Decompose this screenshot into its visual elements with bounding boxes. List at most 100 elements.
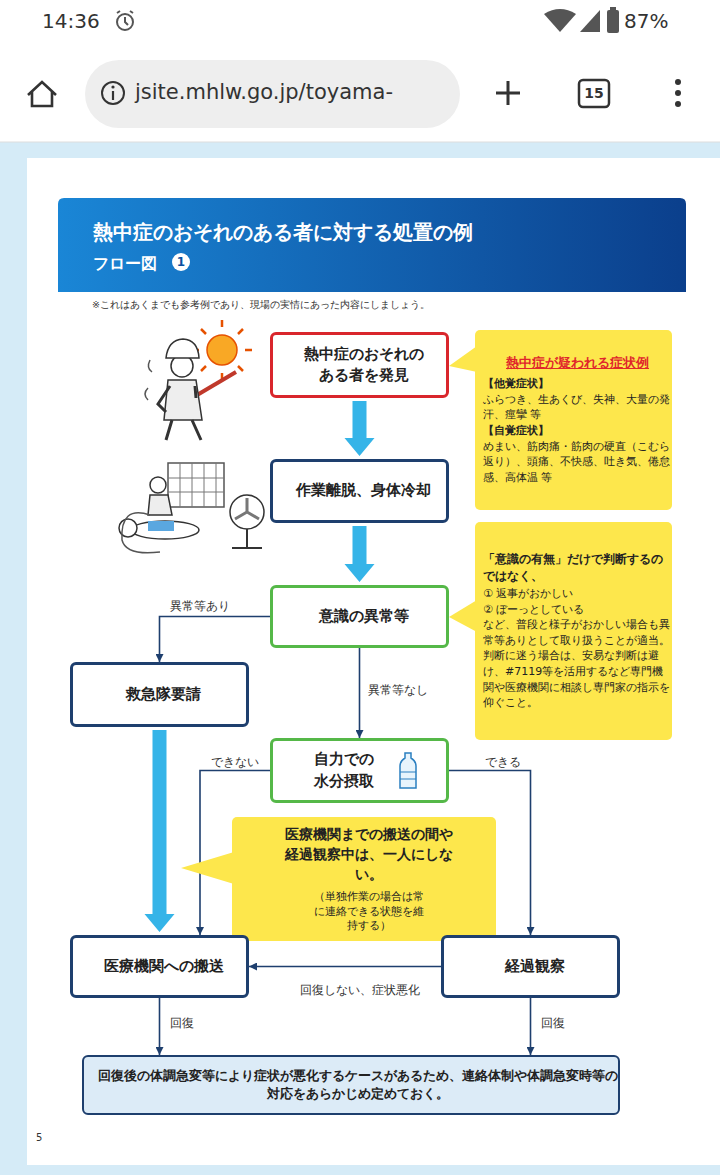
- node-heading: 救急隊要請: [126, 684, 201, 705]
- lying-person: [131, 521, 199, 539]
- bottle-outline: [400, 753, 416, 788]
- note-text: ※これはあくまでも参考例であり、現場の実情にあった内容にしましょう。: [92, 299, 430, 312]
- diagram-title: 熱中症のおそれのある者に対する処置の例: [93, 219, 473, 246]
- page-number: 5: [36, 1132, 42, 1143]
- url-text: jsite.mhlw.go.jp/toyama-: [135, 80, 393, 104]
- title-banner: [58, 198, 686, 292]
- url-pill: [85, 60, 460, 128]
- chrome-divider: [0, 142, 720, 143]
- sun-rays: [192, 320, 252, 380]
- edge-label: 回復: [539, 1016, 567, 1030]
- flow-connector: [159, 998, 161, 1055]
- cold-towel: [148, 521, 174, 531]
- callout-tail: [449, 346, 477, 372]
- node-heading: 医療機関への搬送: [104, 956, 224, 977]
- process-box: 救急隊要請: [70, 662, 249, 727]
- fan-stand: [232, 529, 262, 548]
- home-icon: [28, 82, 56, 106]
- cooling-illustration: [119, 463, 264, 553]
- process-box: 医療機関への搬送: [70, 935, 249, 998]
- fan-blades: [235, 498, 259, 519]
- edge-label: 異常等なし: [366, 683, 430, 697]
- edge-label: できる: [483, 755, 523, 769]
- bottle-label-lines: [400, 772, 416, 779]
- thick-flow-arrow: [145, 730, 175, 932]
- battery-level: 87%: [624, 9, 668, 33]
- alarm-hands: [117, 11, 133, 25]
- node-text: （単独作業の場合は常に連絡できる状態を維持する）: [314, 889, 424, 934]
- menu-dot: [675, 101, 681, 107]
- dizzy-marks: [145, 360, 152, 400]
- menu-dot: [675, 90, 681, 96]
- url-bar: [28, 60, 681, 128]
- node-heading: 熱中症が疑われる症状例: [506, 354, 649, 372]
- node-heading: 「意識の有無」だけで判断するのではなく、: [483, 551, 672, 584]
- flow-connector: [249, 966, 441, 968]
- hose: [122, 513, 160, 553]
- node-text: 判断に迷う場合は、安易な判断は避け、#7119等を活用するなど専門機関や医療機関…: [483, 648, 672, 710]
- bottle-icon: [398, 752, 418, 790]
- battery-cap: [610, 7, 616, 11]
- callout-tail: [181, 852, 234, 884]
- info-icon: [102, 82, 124, 104]
- callout-number: 1: [172, 253, 190, 271]
- wifi-icon: [544, 9, 576, 32]
- flow-connector: [359, 648, 361, 738]
- decision-box: 意識の異常等: [270, 585, 449, 648]
- dizzy-worker-illustration: [145, 320, 252, 440]
- warning-callout: 医療機関までの搬送の間や経過観察中は、一人にしない。（単独作業の場合は常に連絡で…: [232, 817, 496, 941]
- node-heading: 作業離脱、身体冷却: [296, 480, 431, 501]
- edge-label: 回復しない、症状悪化: [298, 983, 422, 997]
- status-time: 14:36: [42, 9, 100, 33]
- subtitle: フロー図: [93, 254, 157, 275]
- node-heading: 回復後の体調急変等により症状が悪化するケースがあるため、連絡体制や体調急変時等の…: [98, 1067, 618, 1104]
- thick-flow-arrow: [345, 401, 375, 456]
- symptom-callout: 熱中症が疑われる症状例【他覚症状】ふらつき、生あくび、失神、大量の発汗、痙攣 等…: [475, 330, 672, 510]
- worker-arms: [158, 386, 196, 412]
- node-heading: 熱中症のおそれのある者を発見: [301, 344, 427, 387]
- node-text: めまい、筋肉痛・筋肉の硬直（こむら返り）、頭痛、不快感、吐き気、倦怠感、高体温 …: [483, 439, 672, 486]
- info-dot: [111, 85, 114, 88]
- edge-label: 回復: [168, 1016, 196, 1030]
- judgement-callout: 「意識の有無」だけで判断するのではなく、 ① 返事がおかしい② ぼーっとしているな…: [475, 522, 672, 740]
- callout-tail: [449, 600, 477, 632]
- fan: [230, 495, 264, 529]
- tab-count: 15: [584, 85, 603, 101]
- node-text: ふらつき、生あくび、失神、大量の発汗、痙攣 等: [483, 392, 672, 423]
- thick-flow-arrow: [345, 526, 375, 582]
- new-tab-icon: [496, 81, 520, 105]
- scaffold-bars: [168, 463, 224, 507]
- node-text: 【他覚症状】: [483, 376, 672, 392]
- edge-label: 異常等あり: [168, 599, 232, 613]
- node-heading: 意識の異常等: [319, 606, 409, 627]
- note-box: 回復後の体調急変等により症状が悪化するケースがあるため、連絡体制や体調急変時等の…: [82, 1055, 620, 1115]
- node-heading: 経過観察: [505, 956, 565, 977]
- flow-connector: [160, 617, 271, 663]
- browser-chrome: [0, 0, 720, 142]
- node-heading: 医療機関までの搬送の間や経過観察中は、一人にしない。: [283, 825, 455, 885]
- info-stem: [112, 91, 114, 100]
- helper-head: [150, 477, 166, 493]
- node-heading: 自力での水分摂取: [311, 749, 376, 792]
- start-box: 熱中症のおそれのある者を発見: [270, 332, 449, 398]
- status-icons: [117, 7, 619, 33]
- page-sheet: [27, 158, 720, 1165]
- scaffold: [168, 463, 224, 507]
- node-text: ① 返事がおかしい: [483, 586, 672, 602]
- flow-connector: [530, 998, 532, 1055]
- battery-icon: [607, 10, 619, 33]
- edge-label: できない: [209, 755, 261, 769]
- node-text: 【自覚症状】: [483, 423, 672, 439]
- node-text: など、普段と様子がおかしい場合も異常等ありとして取り扱うことが適当。: [483, 617, 672, 648]
- worker-legs: [166, 420, 201, 440]
- helper-body: [148, 495, 172, 515]
- process-box: 経過観察: [441, 935, 620, 998]
- node-text: ② ぼーっとしている: [483, 602, 672, 618]
- tab-counter-box: [579, 80, 609, 107]
- process-box: 作業離脱、身体冷却: [270, 459, 449, 523]
- worker-helmet: [166, 339, 199, 358]
- decision-box: 自力での水分摂取: [270, 738, 449, 803]
- menu-dot: [675, 79, 681, 85]
